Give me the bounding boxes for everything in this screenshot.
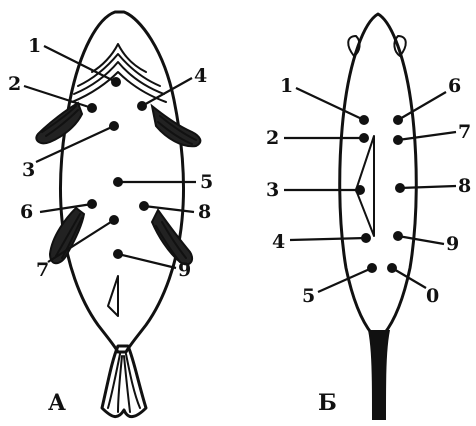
point-b-2 [359, 133, 369, 143]
label-a-2: 2 [8, 73, 21, 95]
point-b-6 [393, 115, 403, 125]
label-b-8: 8 [458, 175, 471, 197]
panel-b-points [284, 88, 456, 292]
fish-b-body [340, 14, 417, 334]
panel-b: 1 2 3 4 5 6 7 8 9 0 Б [266, 14, 471, 420]
label-a-5: 5 [200, 171, 213, 193]
point-a-1 [111, 77, 121, 87]
point-a-8 [139, 201, 149, 211]
point-a-4 [137, 101, 147, 111]
point-a-6 [87, 199, 97, 209]
label-a-3: 3 [22, 159, 35, 181]
label-b-3: 3 [266, 179, 279, 201]
point-a-7 [109, 215, 119, 225]
label-a-4: 4 [194, 65, 207, 87]
label-b-7: 7 [458, 121, 471, 143]
point-a-9 [113, 249, 123, 259]
point-a-3 [109, 121, 119, 131]
label-a-7: 7 [36, 259, 49, 281]
label-a-8: 8 [198, 201, 211, 223]
panel-b-label: Б [318, 390, 337, 416]
point-b-7 [393, 135, 403, 145]
label-a-1: 1 [28, 35, 41, 57]
point-a-2 [87, 103, 97, 113]
point-b-3 [355, 185, 365, 195]
point-a-5 [113, 177, 123, 187]
label-b-0: 0 [426, 285, 439, 307]
label-b-9: 9 [446, 233, 459, 255]
point-b-4 [361, 233, 371, 243]
tail-stalk [368, 330, 390, 420]
point-b-5 [367, 263, 377, 273]
point-b-8 [395, 183, 405, 193]
point-b-1 [359, 115, 369, 125]
label-b-1: 1 [280, 75, 293, 97]
left-pectoral-fin [36, 103, 82, 143]
label-b-4: 4 [272, 231, 285, 253]
point-b-9 [393, 231, 403, 241]
label-a-9: 9 [178, 259, 191, 281]
point-b-0 [387, 263, 397, 273]
label-b-5: 5 [302, 285, 315, 307]
panel-a: 1 2 3 4 5 6 7 8 9 А [8, 12, 213, 417]
anal-fin [108, 276, 118, 316]
label-b-6: 6 [448, 75, 461, 97]
head-scale-lines [72, 44, 166, 102]
label-b-2: 2 [266, 127, 279, 149]
panel-a-label: А [48, 390, 66, 416]
label-a-6: 6 [20, 201, 33, 223]
